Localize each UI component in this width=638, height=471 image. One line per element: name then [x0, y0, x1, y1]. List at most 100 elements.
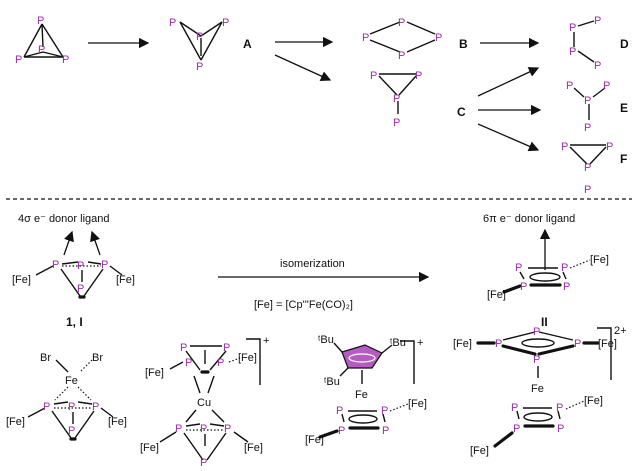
atom-p: P [185, 357, 192, 369]
structure-a: P P P P A [169, 17, 252, 73]
atom-br: Br [92, 352, 103, 364]
atom-p: P [511, 402, 518, 414]
atom-p: P [393, 93, 400, 105]
atom-p: P [415, 70, 422, 82]
label-c: C [457, 105, 466, 119]
atom-p: P [569, 46, 576, 58]
compound-2: P P P P [Fe] [Fe] II [487, 254, 609, 329]
atom-p: P [38, 44, 45, 56]
label-1: 1, I [66, 315, 83, 329]
atom-p: P [515, 262, 522, 274]
atom-p: P [101, 259, 108, 271]
donor-arrow [90, 230, 101, 256]
atom-fel: [Fe] [145, 367, 164, 379]
atom-p: P [435, 32, 442, 44]
atom-p: P [533, 326, 540, 338]
atom-p: P [584, 162, 591, 174]
label-e: E [620, 101, 628, 115]
label-f: F [620, 152, 627, 166]
atom-p: P [513, 423, 520, 435]
atom-fel: [Fe] [140, 442, 159, 454]
structure-b: P P P P B [362, 17, 468, 62]
atom-p: P [200, 423, 207, 435]
atom-p: P [370, 70, 377, 82]
atom-p: P [175, 423, 182, 435]
p4-tetrahedron: P P P P [15, 15, 69, 66]
atom-fel: [Fe] [6, 416, 25, 428]
atom-p: P [77, 260, 84, 272]
atom-p: P [180, 342, 187, 354]
atom-p: P [584, 122, 591, 134]
atom-p: P [196, 61, 203, 73]
atom-p: P [37, 15, 44, 27]
structure-f: P P P P F [561, 141, 627, 196]
atom-p: P [584, 184, 591, 196]
atom-p: P [169, 17, 176, 29]
charge-plus: + [263, 335, 269, 347]
label-b: B [459, 37, 468, 51]
atom-p: P [381, 405, 388, 417]
atom-p: P [52, 259, 59, 271]
reaction-arrow [274, 54, 332, 81]
atom-p: P [68, 425, 75, 437]
atom-fel: [Fe] [408, 398, 427, 410]
atom-fel: [Fe] [584, 395, 603, 407]
reaction-arrow [477, 123, 540, 152]
atom-fel: [Fe] [12, 274, 31, 286]
atom-p: P [338, 425, 345, 437]
atom-tbu: ᵗBu [324, 376, 340, 388]
atom-fe: Fe [531, 383, 544, 395]
complex-cu: P P P P [Fe] [Fe] Cu P P P P [Fe] [Fe] + [140, 335, 269, 469]
donor-4sigma-label: 4σ e⁻ donor ligand [18, 213, 110, 225]
reaction-arrow [477, 67, 540, 97]
atom-p: P [200, 457, 207, 469]
atom-p: P [15, 54, 22, 66]
label-2: II [541, 315, 548, 329]
donor-arrow [63, 230, 74, 256]
atom-p: P [561, 141, 568, 153]
atom-p: P [92, 401, 99, 413]
atom-p: P [222, 17, 229, 29]
atom-p: P [557, 423, 564, 435]
atom-fel: [Fe] [238, 352, 257, 364]
complex-cp-fe: ᵗBu ᵗBu ᵗBu Fe P P P P [Fe] [Fe] + [305, 334, 427, 446]
atom-fel: [Fe] [244, 442, 263, 454]
atom-p: P [398, 17, 405, 29]
atom-fe: Fe [355, 389, 368, 401]
structure-e: P P P P E [566, 80, 628, 134]
atom-p: P [196, 31, 203, 43]
structure-d: P P P P D [569, 15, 629, 72]
atom-fel: [Fe] [453, 338, 472, 350]
atom-fel: [Fe] [598, 338, 617, 350]
atom-p: P [43, 401, 50, 413]
label-d: D [620, 37, 629, 51]
charge-plus: + [417, 337, 423, 349]
atom-p: P [224, 423, 231, 435]
atom-p: P [382, 425, 389, 437]
atom-p: P [62, 54, 69, 66]
atom-tbu: ᵗBu [318, 334, 334, 346]
atom-p: P [594, 15, 601, 27]
isomerization-label: isomerization [280, 258, 345, 270]
atom-fel: [Fe] [305, 434, 324, 446]
compound-1: P P P P [Fe] [Fe] 1, I [12, 259, 135, 329]
atom-fel: [Fe] [590, 254, 609, 266]
atom-p: P [603, 80, 610, 92]
fe-definition: [Fe] = [Cp'''Fe(CO)₂] [254, 299, 353, 311]
complex-dication: P P P P [Fe] [Fe] Fe P P P P [Fe] [Fe] 2… [453, 325, 627, 457]
atom-p: P [393, 117, 400, 129]
atom-p: P [223, 342, 230, 354]
atom-p: P [594, 60, 601, 72]
atom-fe: Fe [65, 375, 78, 387]
label-a: A [243, 37, 252, 51]
atom-p: P [520, 281, 527, 293]
structure-c: P P P P C [370, 70, 466, 129]
atom-p: P [77, 283, 84, 295]
atom-p: P [336, 405, 343, 417]
complex-febr2: Br Br Fe P P P P [Fe] [Fe] [6, 352, 127, 441]
atom-p: P [217, 357, 224, 369]
atom-p: P [533, 354, 540, 366]
atom-p: P [561, 262, 568, 274]
atom-p: P [398, 50, 405, 62]
